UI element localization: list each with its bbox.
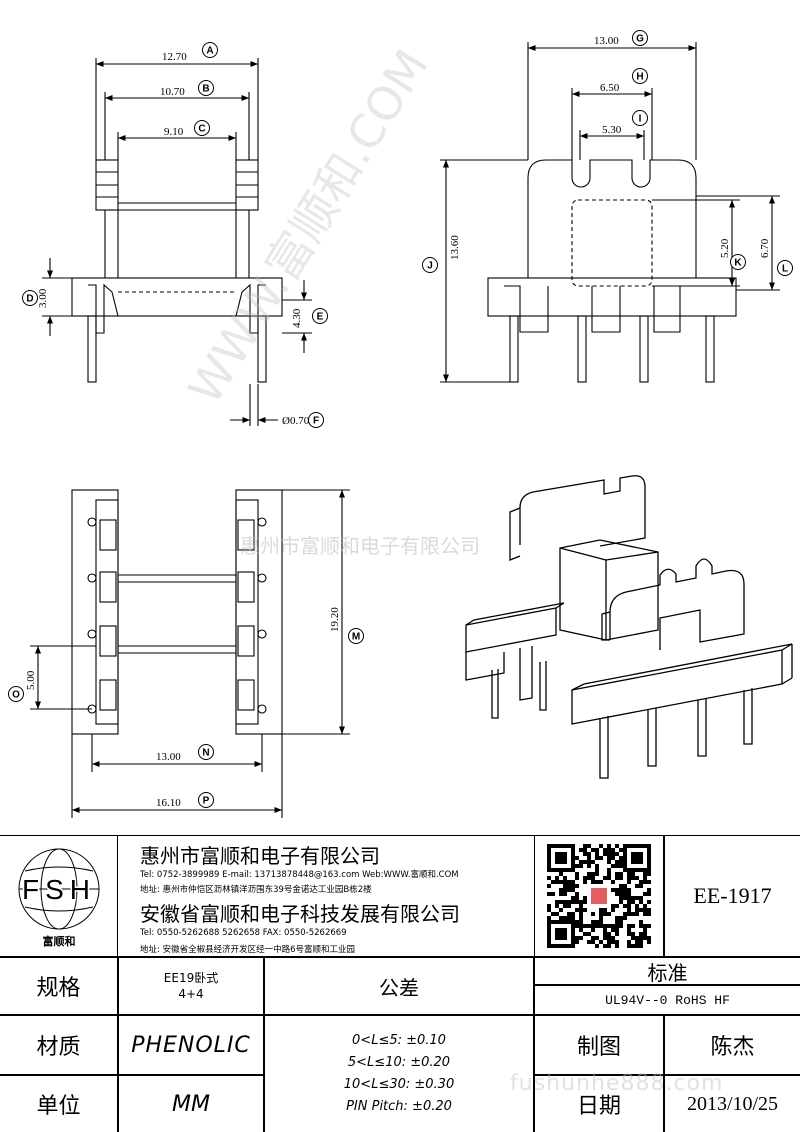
svg-text:J: J bbox=[427, 261, 433, 272]
date-value: 2013/10/25 bbox=[664, 1075, 800, 1132]
svg-text:P: P bbox=[203, 796, 210, 807]
dim-g-value: 13.60 bbox=[449, 235, 461, 260]
dim-p-value: 16.10 bbox=[156, 797, 181, 809]
svg-text:B: B bbox=[202, 84, 209, 95]
svg-text:L: L bbox=[782, 264, 788, 275]
dim-k-value: 5.20 bbox=[719, 238, 731, 258]
tolerance-line-3: 10<L≤30: ±0.30 bbox=[343, 1077, 455, 1092]
dim-a-value: 12.70 bbox=[162, 51, 187, 63]
standard-title: 标准 bbox=[534, 957, 800, 985]
svg-text:M: M bbox=[352, 632, 360, 643]
dim-label-g: G bbox=[632, 30, 648, 46]
dim-label-i: I bbox=[632, 110, 648, 126]
standard-value: UL94V--0 RoHS HF bbox=[534, 985, 800, 1015]
dim-label-m: M bbox=[348, 628, 364, 644]
spec-value-2: 4+4 bbox=[178, 987, 204, 1001]
isometric-view bbox=[465, 475, 793, 779]
tolerance-line-1: 0<L≤5: ±0.10 bbox=[352, 1033, 446, 1048]
dim-label-p: P bbox=[198, 792, 214, 808]
material-value: PHENOLIC bbox=[118, 1015, 264, 1075]
svg-text:I: I bbox=[639, 114, 642, 125]
company1-address: 地址: 惠州市仲恺区沥林镇洋沥围东39号金诺达工业园B栋2楼 bbox=[140, 885, 372, 895]
svg-text:G: G bbox=[636, 34, 644, 45]
dim-label-n: N bbox=[198, 744, 214, 760]
dim-h-value: 13.00 bbox=[594, 35, 619, 47]
logo-cell: FSH 富顺和 bbox=[0, 835, 118, 957]
svg-text:F: F bbox=[313, 416, 319, 427]
spec-value-1: EE19卧式 bbox=[163, 971, 219, 985]
spec-value: EE19卧式 4+4 bbox=[118, 957, 264, 1015]
svg-text:C: C bbox=[198, 124, 205, 135]
dim-b-value: 10.70 bbox=[160, 86, 185, 98]
qr-cell bbox=[534, 835, 664, 957]
unit-label: 单位 bbox=[0, 1075, 118, 1132]
logo-name: 富顺和 bbox=[42, 934, 75, 948]
company1-name: 惠州市富顺和电子有限公司 bbox=[140, 844, 380, 868]
dim-label-a: A bbox=[202, 42, 218, 58]
company2-name: 安徽省富顺和电子科技发展有限公司 bbox=[140, 902, 460, 926]
dim-o-value: 5.00 bbox=[25, 670, 37, 690]
dim-j-value: 5.30 bbox=[602, 124, 622, 136]
material-label: 材质 bbox=[0, 1015, 118, 1075]
logo-letters: FSH bbox=[22, 874, 96, 905]
part-number: EE-1917 bbox=[664, 835, 800, 957]
dim-label-h: H bbox=[632, 68, 648, 84]
dim-f-value: Ø0.70 bbox=[282, 415, 310, 427]
dim-label-b: B bbox=[198, 80, 214, 96]
drawn-label: 制图 bbox=[534, 1015, 664, 1075]
svg-text:N: N bbox=[202, 748, 209, 759]
dim-label-f: F bbox=[308, 412, 324, 428]
company1-tel: Tel: 0752-3899989 E-mail: 13713878448@16… bbox=[140, 870, 459, 880]
company2-address: 地址: 安徽省全椒县经济开发区经一中路6号富顺和工业园 bbox=[140, 945, 355, 955]
svg-text:K: K bbox=[734, 258, 742, 269]
tolerance-values: 0<L≤5: ±0.10 5<L≤10: ±0.20 10<L≤30: ±0.3… bbox=[264, 1015, 534, 1132]
svg-text:A: A bbox=[206, 46, 213, 57]
spec-label: 规格 bbox=[0, 957, 118, 1015]
dim-label-d: D bbox=[22, 290, 38, 306]
tolerance-title: 公差 bbox=[264, 957, 534, 1015]
dim-label-c: C bbox=[194, 120, 210, 136]
dim-d-value: 3.00 bbox=[37, 288, 49, 308]
svg-text:H: H bbox=[636, 72, 643, 83]
svg-text:D: D bbox=[26, 294, 33, 305]
drawn-value: 陈杰 bbox=[664, 1015, 800, 1075]
dim-label-j: J bbox=[422, 257, 438, 273]
globe-logo-icon: FSH 富顺和 bbox=[18, 848, 99, 948]
title-block: FSH 富顺和 惠州市富顺和电子有限公司 Tel: 0752-3899989 E… bbox=[0, 835, 800, 1132]
dim-label-e: E bbox=[312, 308, 328, 324]
date-label: 日期 bbox=[534, 1075, 664, 1132]
dim-label-l: L bbox=[777, 260, 793, 276]
tolerance-line-2: 5<L≤10: ±0.20 bbox=[347, 1055, 451, 1070]
front-view bbox=[42, 58, 312, 426]
unit-value: MM bbox=[118, 1075, 264, 1132]
tolerance-line-4: PIN Pitch: ±0.20 bbox=[346, 1099, 452, 1114]
svg-text:E: E bbox=[317, 312, 324, 323]
dim-c-value: 9.10 bbox=[164, 126, 184, 138]
company-info: 惠州市富顺和电子有限公司 Tel: 0752-3899989 E-mail: 1… bbox=[118, 835, 534, 957]
dim-l-value: 6.70 bbox=[759, 238, 771, 258]
qr-code-icon bbox=[547, 844, 651, 948]
dim-i-value: 6.50 bbox=[600, 82, 620, 94]
company2-tel: Tel: 0550-5262688 5262658 FAX: 0550-5262… bbox=[140, 928, 347, 938]
dim-label-o: O bbox=[8, 686, 24, 702]
dim-m-value: 19.20 bbox=[329, 607, 341, 632]
technical-drawing: 12.70 10.70 9.10 3.00 4.30 Ø0.70 13.00 6… bbox=[8, 30, 793, 818]
dim-e-value: 4.30 bbox=[291, 308, 303, 328]
svg-text:O: O bbox=[12, 690, 20, 701]
dim-n-value: 13.00 bbox=[156, 751, 181, 763]
bottom-view bbox=[30, 489, 350, 818]
dim-label-k: K bbox=[730, 254, 746, 270]
side-view bbox=[440, 42, 780, 383]
